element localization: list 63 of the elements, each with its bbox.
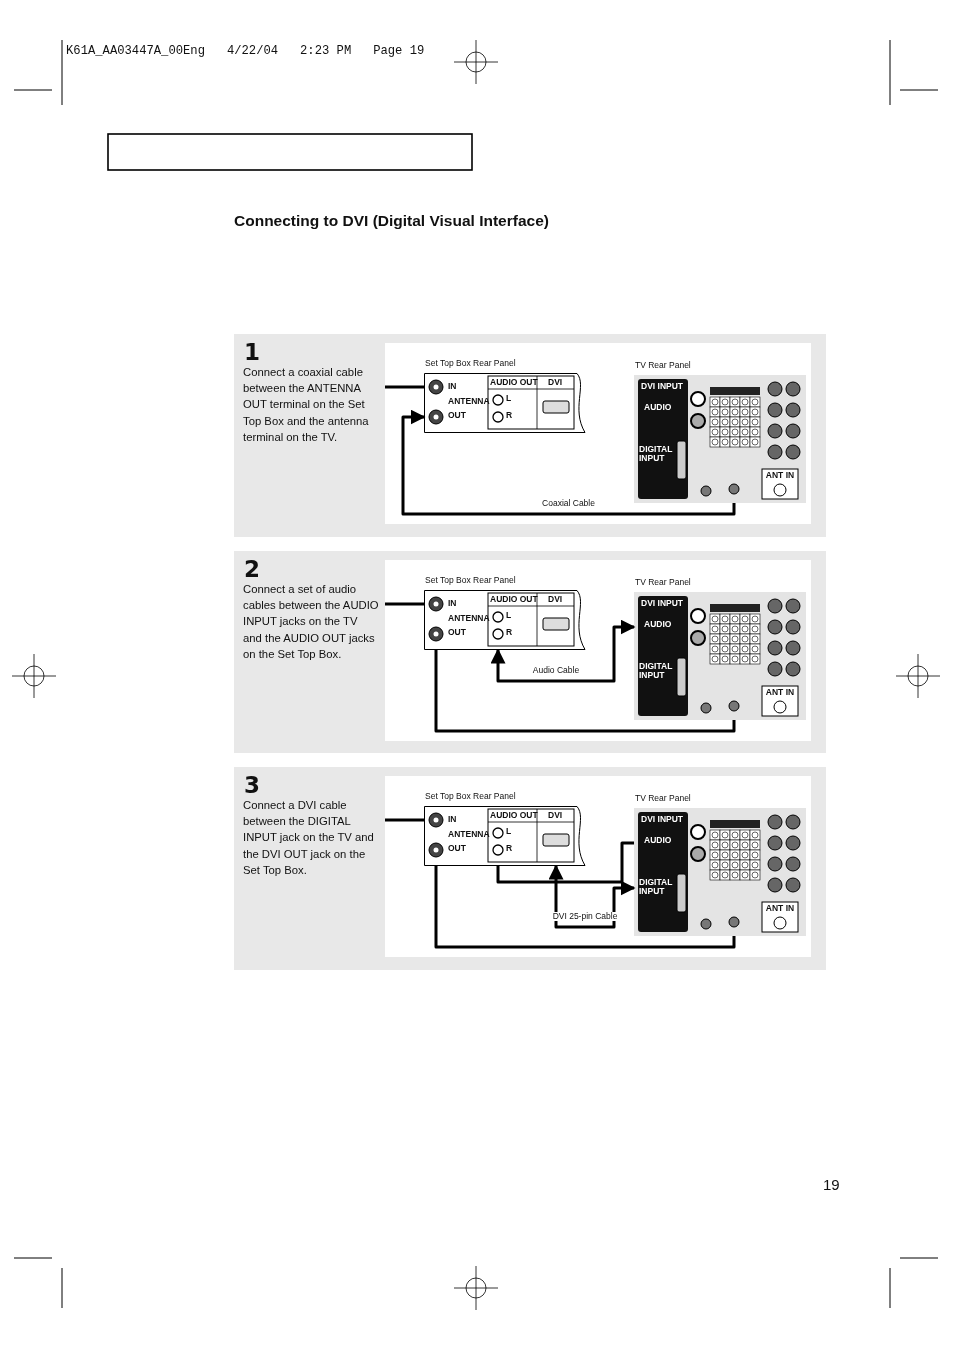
port-label: OUT [448,411,466,421]
port-label: AUDIO OUT [490,811,538,821]
step-number: 3 [244,773,260,799]
port-label: DIGITAL INPUT [639,878,673,897]
port-label: DVI [548,811,563,821]
port-label: ANT IN [764,471,796,481]
port-label: DVI INPUT [641,599,684,609]
cable [496,841,634,884]
port-label: DVI INPUT [641,815,684,825]
port-label: DIGITAL INPUT [639,445,673,464]
port-label: IN [448,815,457,825]
panel-title: Set Top Box Rear Panel [425,792,516,802]
port-label: IN [448,382,457,392]
instruction-text: Connect a set of audio cables between the AUDIO INPUT jacks on the TV and the AUDIO OUT jacks on the Set Top Box. [243,582,379,662]
step-number: 2 [244,557,260,583]
panel-title: Set Top Box Rear Panel [425,359,516,369]
port-label: IN [448,599,457,609]
instruction-text: Connect a coaxial cable between the ANTENNA OUT terminal on the Set Top Box and the antenna terminal on the TV. [243,365,370,445]
step-card [234,551,826,753]
port-label: ANTENNA [448,397,490,407]
cable [385,385,424,389]
port-label: AUDIO [644,836,672,846]
cable [434,866,736,949]
section-title: Connecting to DVI (Digital Visual Interface) [234,212,549,230]
panel-title: Set Top Box Rear Panel [425,576,516,586]
port-label: L [506,394,512,404]
port-label: OUT [448,844,466,854]
port-label: ANT IN [764,688,796,698]
cable [401,409,736,516]
port-label: L [506,827,512,837]
print-slug: K61A_AA03447A_00Eng 4/22/04 2:23 PM Page 19 [66,45,425,59]
cable [385,818,424,822]
port-label: DVI INPUT [641,382,684,392]
edge-label: DVI 25-pin Cable [551,912,619,922]
port-label: ANT IN [764,904,796,914]
edge-label: Coaxial Cable [541,499,596,509]
step-card [234,767,826,970]
port-label: R [506,411,513,421]
panel-title: TV Rear Panel [635,794,691,804]
port-label: L [506,611,512,621]
port-label: OUT [448,628,466,638]
step-number: 1 [244,340,260,366]
port-label: DIGITAL INPUT [639,662,673,681]
cable [385,602,424,606]
port-label: AUDIO [644,620,672,630]
page-number: 19 [823,1177,840,1194]
port-label: AUDIO OUT [490,595,538,605]
port-label: R [506,628,513,638]
port-label: ANTENNA [448,614,490,624]
panel-title: TV Rear Panel [635,361,691,371]
edge-label: Audio Cable [531,666,581,676]
cable [548,864,636,929]
port-label: AUDIO OUT [490,378,538,388]
cable [434,650,736,733]
port-label: DVI [548,595,563,605]
port-label: DVI [548,378,563,388]
instruction-text: Connect a DVI cable between the DIGITAL INPUT jack on the TV and the DVI OUT jack on the Set Top Box. [243,798,375,878]
cable [490,619,636,683]
panel-title: TV Rear Panel [635,578,691,588]
port-label: R [506,844,513,854]
step-card [234,334,826,537]
port-label: ANTENNA [448,830,490,840]
port-label: AUDIO [644,403,672,413]
